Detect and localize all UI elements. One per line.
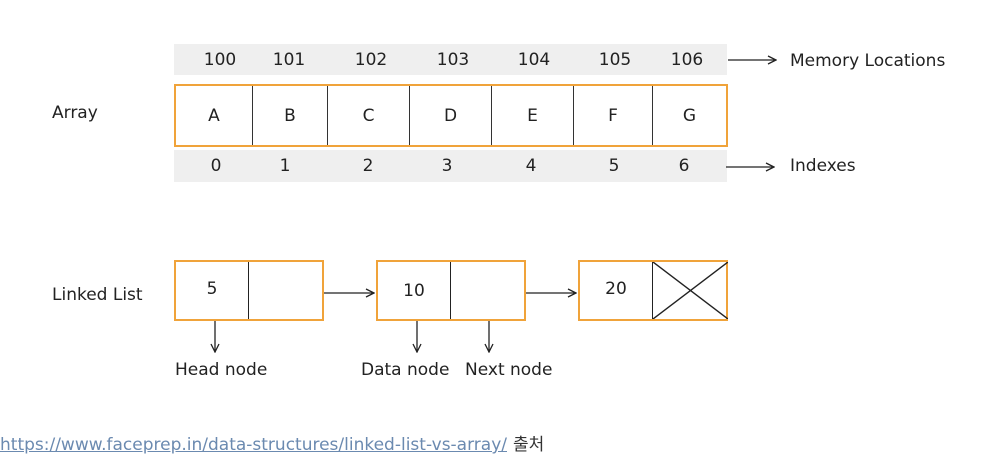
index: 1: [279, 156, 291, 176]
memory-location: 102: [354, 50, 388, 70]
index: 5: [608, 156, 620, 176]
node-data: 10: [378, 262, 451, 319]
list-node-tail: 20: [578, 260, 728, 321]
array-label: Array: [52, 103, 98, 123]
memory-location: 104: [517, 50, 551, 70]
next-node-label: Next node: [465, 360, 553, 380]
memory-location: 100: [203, 50, 237, 70]
indexes-label: Indexes: [790, 156, 856, 176]
node-data: 5: [176, 262, 249, 319]
memory-locations-band: [174, 44, 727, 75]
head-node-label: Head node: [175, 360, 268, 380]
index: 6: [678, 156, 690, 176]
index: 2: [362, 156, 374, 176]
list-node-middle: 10: [376, 260, 526, 321]
index: 0: [210, 156, 222, 176]
source-footer: https://www.faceprep.in/data-structures/…: [0, 430, 544, 455]
data-node-label: Data node: [361, 360, 450, 380]
array-cell: G: [682, 105, 697, 126]
list-node-head: 5: [174, 260, 324, 321]
node-data: 20: [580, 262, 653, 319]
array-cell: B: [253, 86, 328, 145]
array-cell: C: [328, 86, 410, 145]
array-cells: A B C D E F G: [174, 84, 728, 147]
memory-location: 103: [436, 50, 470, 70]
memory-location: 106: [670, 50, 704, 70]
memory-location: 101: [272, 50, 306, 70]
source-note: 출처: [513, 435, 545, 455]
array-cell: A: [176, 86, 253, 145]
array-cell: F: [574, 86, 653, 145]
memory-locations-label: Memory Locations: [790, 51, 946, 71]
memory-location: 105: [598, 50, 632, 70]
linked-list-label: Linked List: [52, 285, 143, 305]
null-cross-icon: [653, 262, 728, 319]
index: 3: [441, 156, 453, 176]
array-cell: D: [410, 86, 492, 145]
array-cell: E: [492, 86, 574, 145]
source-link[interactable]: https://www.faceprep.in/data-structures/…: [0, 435, 507, 455]
index: 4: [525, 156, 537, 176]
null-pointer: [653, 262, 728, 319]
indexes-band: [174, 150, 727, 182]
